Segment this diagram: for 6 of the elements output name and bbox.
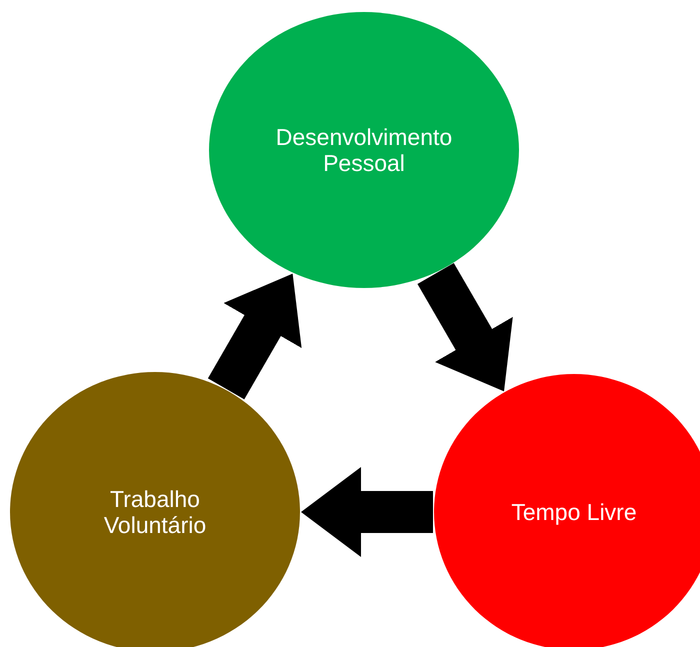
node-label: Tempo Livre — [511, 498, 637, 526]
block-arrow — [417, 262, 513, 392]
block-arrow — [301, 467, 433, 557]
block-arrow — [208, 274, 302, 400]
node-label: Desenvolvimento Pessoal — [274, 124, 454, 176]
node-label: Trabalho Voluntário — [102, 486, 208, 538]
